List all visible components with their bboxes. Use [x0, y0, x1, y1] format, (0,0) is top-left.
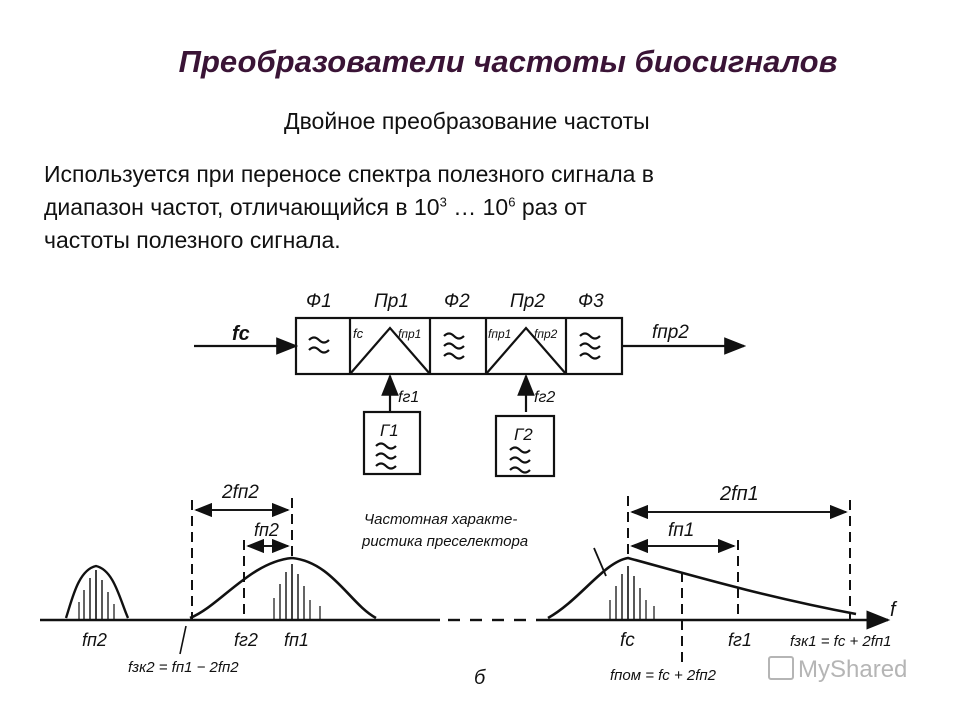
converter-chain-box — [294, 316, 624, 376]
label-pr2: Пр2 — [510, 291, 545, 312]
label-fpr2-output: fпр2 — [652, 322, 689, 343]
body-line-3: частоты полезного сигнала. — [44, 227, 341, 253]
preselector-response — [547, 556, 857, 620]
presentation-icon — [768, 656, 794, 680]
block-labels: Ф1 Пр1 Ф2 Пр2 Ф3 fc fc fпр1 fпр1 fпр2 fп… — [232, 291, 689, 444]
filter3-icon — [579, 332, 601, 360]
slide-subtitle: Двойное преобразование частоты — [284, 108, 650, 134]
label-fpr1-a: fпр1 — [398, 327, 421, 341]
spectrum-fp1 — [189, 556, 377, 620]
label-fpr1-b: fпр1 — [488, 327, 511, 341]
label-g1: Г1 — [380, 421, 399, 440]
generator1-icon — [375, 442, 397, 470]
watermark: MyShared — [768, 656, 907, 684]
figure-label-b: б — [474, 667, 486, 689]
label-preselector-2: ристика преселектора — [361, 533, 528, 550]
label-2fp2: 2fп2 — [221, 482, 259, 503]
filter1-icon — [308, 336, 330, 354]
label-f1: Ф1 — [306, 291, 332, 312]
generator2-icon — [509, 446, 531, 474]
label-2fp1: 2fп1 — [719, 483, 759, 505]
label-pr1: Пр1 — [374, 291, 409, 312]
tick-fc: fc — [620, 630, 635, 651]
body-line-2c: раз от — [515, 194, 587, 220]
tick-fg2: fг2 — [234, 630, 258, 650]
generator1-box — [362, 410, 422, 476]
filter2-icon — [443, 332, 465, 360]
tick-fp2: fп2 — [82, 630, 107, 650]
body-line-1: Используется при переносе спектра полезн… — [44, 161, 655, 187]
label-fpr2-cell: fпр2 — [534, 327, 558, 341]
label-fc-input: fc — [232, 323, 250, 345]
slide-title: Преобразователи частоты биосигналов — [178, 44, 838, 79]
tick-fp1: fп1 — [284, 630, 309, 650]
tick-fzk2: fзк2 = fп1 − 2fп2 — [128, 659, 239, 676]
preselector-leader — [593, 547, 607, 577]
body-text: Используется при переносе спектра полезн… — [44, 158, 924, 257]
label-fg2: fг2 — [534, 389, 555, 406]
mixer2-triangle — [485, 326, 567, 375]
tick-fg1: fг1 — [728, 630, 752, 650]
label-f3: Ф3 — [578, 291, 604, 312]
label-fc-cell: fc — [353, 326, 364, 341]
label-f-axis: f — [890, 599, 898, 621]
generator2-box — [494, 414, 556, 478]
watermark-text: MyShared — [798, 656, 908, 683]
spectrum-plot — [40, 496, 891, 664]
tick-fpom: fпом = fc + 2fп2 — [610, 667, 717, 684]
mixer1-triangle — [349, 326, 431, 375]
label-fg1: fг1 — [398, 389, 419, 406]
spectrum-labels: 2fп2 fп2 2fп1 fп1 Частотная характе- рис… — [82, 482, 898, 689]
label-preselector-1: Частотная характе- — [364, 511, 517, 528]
label-f2: Ф2 — [444, 291, 470, 312]
spectrum-fp2 — [64, 564, 130, 619]
label-fp1-dim: fп1 — [668, 520, 694, 541]
tick-fzk1: fзк1 = fc + 2fп1 — [790, 633, 892, 650]
exponent-6: 6 — [508, 194, 516, 210]
body-line-2b: … 10 — [446, 194, 509, 220]
label-g2: Г2 — [514, 425, 533, 444]
exponent-3: 3 — [439, 194, 447, 210]
block-diagram — [194, 316, 747, 478]
label-fp2-dim: fп2 — [254, 520, 279, 540]
body-line-2a: диапазон частот, отличающийся в 10 — [44, 194, 440, 220]
